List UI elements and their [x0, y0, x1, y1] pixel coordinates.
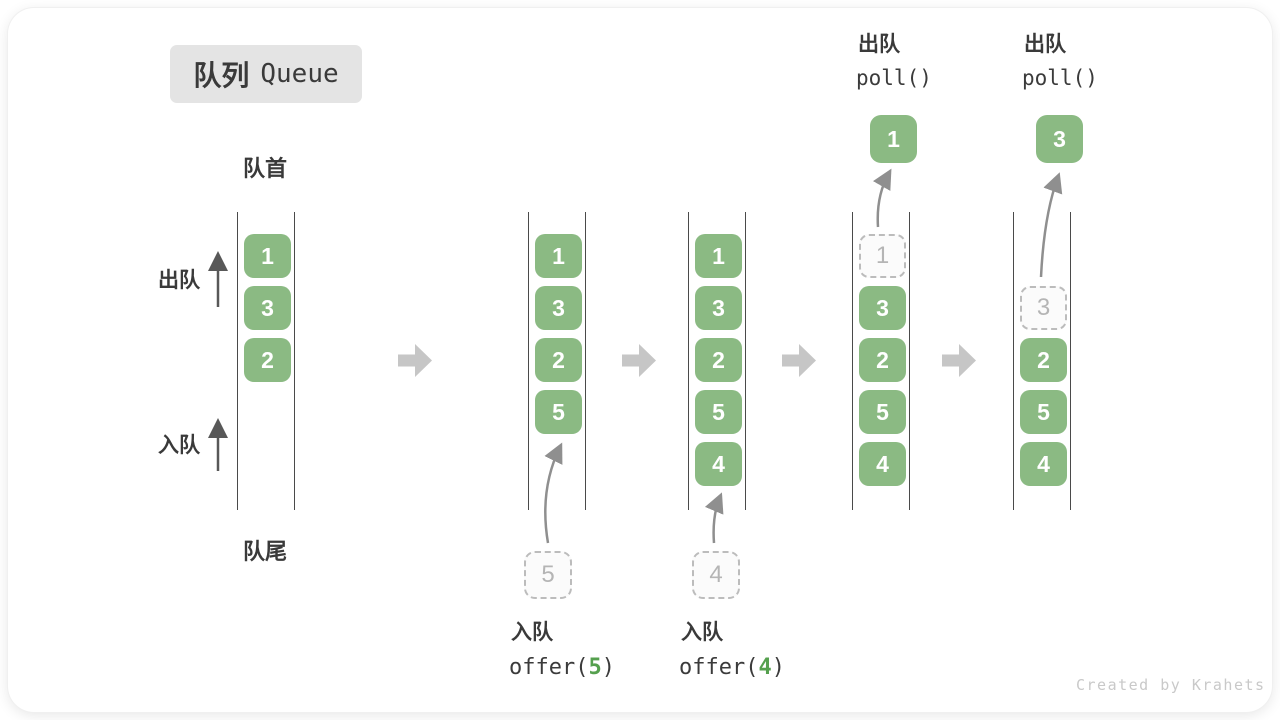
removed-element-ghost: 3 — [1020, 286, 1067, 330]
queue-element: 3 — [859, 286, 906, 330]
enqueue-op-label: 入队 — [511, 621, 553, 644]
queue-element: 4 — [695, 442, 742, 486]
removed-element-ghost: 1 — [859, 234, 906, 278]
queue-rail — [237, 212, 295, 510]
queue-rail — [688, 212, 746, 510]
queue-element: 1 — [244, 234, 291, 278]
dequeue-op-label: 出队 — [858, 33, 900, 56]
queue-element: 2 — [1020, 338, 1067, 382]
offer-arg: 5 — [588, 655, 602, 680]
queue-element: 5 — [695, 390, 742, 434]
queue-element: 5 — [859, 390, 906, 434]
offer-code-label: offer(4) — [679, 657, 785, 679]
poll-code-label: poll() — [1022, 66, 1098, 90]
queue-element: 2 — [859, 338, 906, 382]
queue-element: 3 — [244, 286, 291, 330]
dequeue-side-label: 出队 — [158, 269, 200, 292]
queue-rear-label: 队尾 — [243, 539, 288, 564]
queue-element: 2 — [695, 338, 742, 382]
queue-element: 1 — [535, 234, 582, 278]
queue-element: 5 — [535, 390, 582, 434]
offer-code-prefix: offer( — [679, 655, 759, 680]
offer-code-label: offer(5) — [509, 657, 615, 679]
queue-element: 2 — [535, 338, 582, 382]
watermark: Created by Krahets — [1076, 676, 1266, 694]
queue-element: 2 — [244, 338, 291, 382]
polled-element: 1 — [870, 115, 917, 163]
dequeue-op-label: 出队 — [1024, 33, 1066, 56]
queue-element: 5 — [1020, 390, 1067, 434]
queue-front-label: 队首 — [243, 156, 288, 181]
incoming-element-ghost: 4 — [692, 551, 740, 599]
queue-element: 4 — [1020, 442, 1067, 486]
offer-arg: 4 — [758, 655, 772, 680]
offer-code-prefix: offer( — [509, 655, 589, 680]
incoming-element-ghost: 5 — [524, 551, 572, 599]
diagram-title: 队列 Queue — [170, 45, 362, 103]
offer-code-suffix: ) — [771, 655, 785, 680]
enqueue-op-label: 入队 — [681, 621, 723, 644]
title-zh: 队列 — [193, 60, 250, 91]
queue-element: 3 — [695, 286, 742, 330]
queue-element: 1 — [695, 234, 742, 278]
queue-element: 3 — [535, 286, 582, 330]
diagram-card — [8, 8, 1272, 712]
queue-element: 4 — [859, 442, 906, 486]
queue-rail — [528, 212, 586, 510]
queue-rail — [852, 212, 910, 510]
polled-element: 3 — [1036, 115, 1083, 163]
offer-code-suffix: ) — [601, 655, 615, 680]
queue-rail — [1013, 212, 1071, 510]
poll-code-label: poll() — [856, 66, 932, 90]
enqueue-side-label: 入队 — [158, 434, 200, 457]
title-en: Queue — [260, 59, 339, 89]
